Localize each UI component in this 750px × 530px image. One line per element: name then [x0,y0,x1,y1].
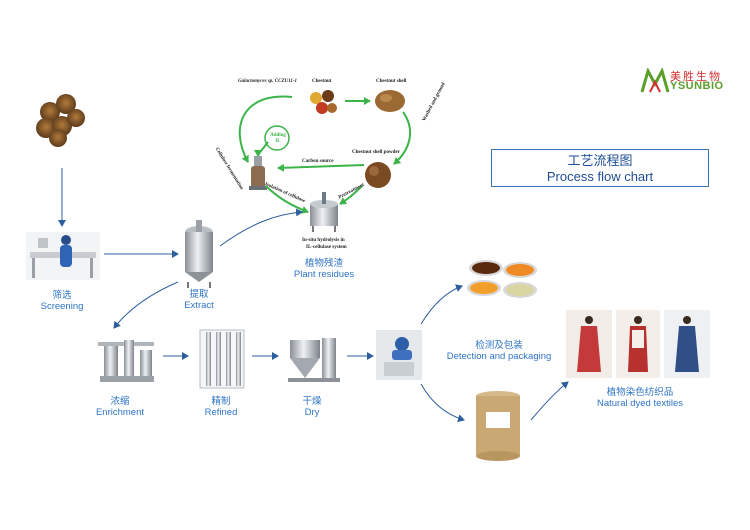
fermenter-image [249,156,267,190]
process-flow-arrows [58,168,569,423]
dry-label-zh: 干燥 [302,396,322,407]
textiles-label: 植物染色纺织品 Natural dyed textiles [597,387,683,409]
adding-il-label: Adding IL [270,133,286,144]
title-english: Process flow chart [546,169,654,184]
enrichment-label-en: Enrichment [95,407,145,418]
enrichment-label-zh: 浓缩 [110,396,130,407]
detection-label-en: Detection and packaging [446,351,552,362]
textiles-label-en: Natural dyed textiles [596,398,684,409]
chestnut-shell-image [375,90,405,112]
chestnut-shell-label: Chestnut shell [376,79,407,84]
chestnut-image [310,90,337,114]
chestnut-label: Chestnut [312,79,332,84]
logo-chinese-text: 美胜生物 [670,71,722,83]
title-chinese: 工艺流程图 [567,153,633,168]
screening-label: 筛选 Screening [41,290,84,312]
organism-label: Galactomyces sp. CCZU11-1 [238,79,298,84]
enrichment-label: 浓缩 Enrichment [96,396,144,418]
extract-label-en: Extract [184,300,214,311]
enrichment-equipment-image [98,340,154,382]
refined-label-en: Refined [204,407,238,418]
biorefinery-cycle-arrows [238,95,411,214]
textiles-label-zh: 植物染色纺织品 [606,387,674,398]
detection-label: 检测及包装 Detection and packaging [447,340,552,362]
plant-residues-label: 植物残渣 Plant residues [294,258,354,280]
extract-label: 提取 Extract [184,289,214,311]
title-box: 工艺流程图 Process flow chart [491,149,709,187]
screening-photo [26,232,100,280]
shell-powder-label: Chestnut shell powder [352,150,400,155]
carbon-source-label: Carbon source [302,159,334,164]
detection-label-zh: 检测及包装 [475,340,523,351]
hydrolysis-label-line1: In-situ hydrolysis in [302,238,345,243]
dry-label-en: Dry [304,407,320,418]
extract-tank-image [185,220,213,288]
logo-mark-icon [640,68,670,93]
dry-label: 干燥 Dry [302,396,321,418]
refined-label: 精制 Refined [205,396,238,418]
extract-label-zh: 提取 [189,289,209,300]
dryer-image [288,338,340,382]
adding-il-badge [264,125,290,151]
company-logo: 美胜生物 YSUNBIO [640,68,735,96]
textiles-photo [566,310,710,378]
packaging-drum-image [476,391,520,461]
refined-label-zh: 精制 [211,396,231,407]
hydrolysis-tank-image [310,192,338,232]
chestnut-burrs-image [36,94,85,147]
detection-lab-photo [376,330,422,380]
refined-columns-image [199,329,245,389]
pigment-powder-image [467,260,537,298]
screening-label-zh: 筛选 [52,290,72,301]
screening-label-en: Screening [40,301,84,312]
plant-residues-label-zh: 植物残渣 [304,258,344,269]
plant-residues-label-en: Plant residues [293,269,355,280]
shell-powder-image [365,162,391,188]
logo-english-text: YSUNBIO [670,80,724,92]
hydrolysis-label-line2: IL-cellulase system [306,245,347,250]
